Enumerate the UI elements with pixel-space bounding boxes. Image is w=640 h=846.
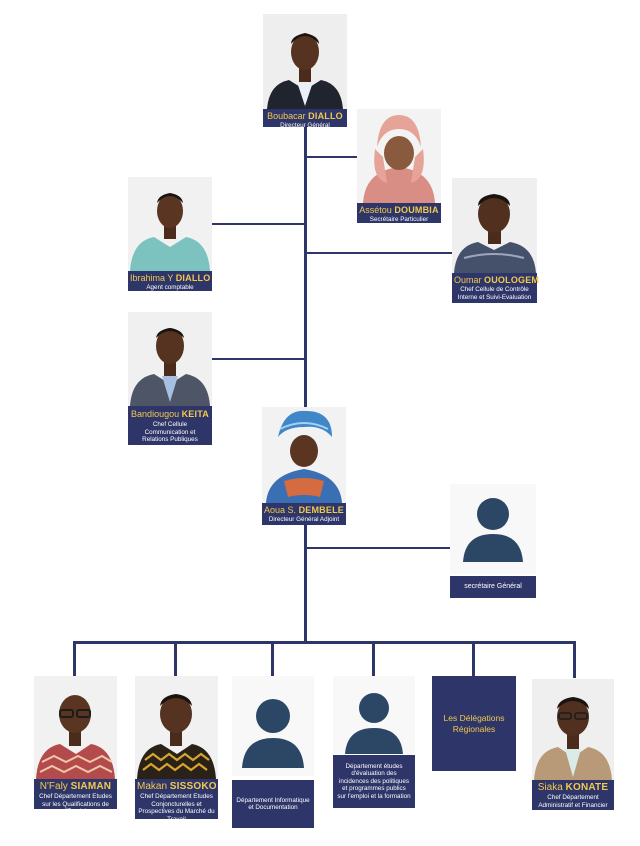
card-secretaire-general: secrétaire Général	[450, 484, 536, 599]
first-name: N'Faly	[39, 781, 68, 792]
card-evaluation: Département études d'évaluation des inci…	[333, 676, 415, 830]
branch-secpart	[306, 156, 358, 158]
person-photo-icon	[262, 407, 346, 503]
first-name: Bandiougou	[131, 409, 180, 419]
first-name: Assétou	[359, 205, 392, 215]
card-siaman: N'Faly SIAMAN Chef Département Etudes su…	[34, 676, 117, 830]
drop-siaman	[73, 642, 76, 676]
drop-info	[271, 642, 274, 676]
last-name: DOUMBIA	[394, 205, 439, 215]
label-konate: Siaka KONATE Chef Département Administra…	[532, 780, 614, 810]
bottom-bus	[73, 641, 576, 644]
first-name: Makan	[137, 781, 168, 792]
delegations-regionales-box: Les Délégations Régionales	[432, 676, 516, 771]
role-text: Chef Cellule Communication et Relations …	[142, 421, 198, 443]
card-sissoko: Makan SISSOKO Chef Département Etudes Co…	[135, 676, 218, 830]
photo-agent-comptable	[128, 177, 212, 271]
person-photo-icon	[532, 679, 614, 780]
label-evaluation: Département études d'évaluation des inci…	[333, 755, 415, 808]
photo-controle-interne	[452, 178, 537, 273]
first-name: Oumar	[454, 275, 482, 285]
photo-sissoko	[135, 676, 218, 779]
role-text: Secrétaire Particulier	[369, 216, 429, 223]
last-name: DIALLO	[175, 273, 211, 283]
photo-informatique	[232, 676, 314, 776]
role-text: Chef Département Etudes Conjoncturelles …	[138, 793, 215, 823]
person-photo-icon	[357, 109, 441, 203]
photo-konate	[532, 679, 614, 780]
branch-compta	[212, 223, 305, 225]
last-name: KONATE	[565, 782, 609, 793]
person-placeholder-icon	[333, 676, 415, 754]
card-controle-interne: Oumar OUOLOGEM Chef Cellule de Contrôle …	[452, 178, 540, 303]
label-secretaire-particulier: Assétou DOUMBIA Secrétaire Particulier	[357, 203, 441, 223]
first-name: Aoua S.	[264, 505, 297, 515]
photo-secretaire-general	[450, 484, 536, 574]
photo-secretaire-particulier	[357, 109, 441, 203]
first-name: Ibrahima Y	[130, 273, 174, 283]
role-text: Chef Département Etudes sur les Qualific…	[39, 793, 112, 815]
label-directeur-general: Boubacar DIALLO Directeur Général	[263, 109, 347, 129]
label-communication: Bandiougou KEITA Chef Cellule Communicat…	[128, 406, 212, 445]
last-name: SISSOKO	[169, 781, 217, 792]
person-photo-icon	[452, 178, 537, 273]
trunk-line-top	[304, 125, 307, 410]
card-directeur-general: Boubacar DIALLO Directeur Général	[263, 14, 347, 129]
role-text: Chef Cellule de Contrôle Interne et Suiv…	[457, 286, 532, 301]
person-photo-icon	[135, 676, 218, 779]
card-directeur-general-adjoint: Aoua S. DEMBELE Directeur Général Adjoin…	[262, 407, 346, 525]
photo-directeur-general	[263, 14, 347, 109]
first-name: Boubacar	[267, 111, 306, 121]
first-name: Siaka	[537, 782, 563, 793]
branch-secgen	[306, 547, 452, 549]
role-text: Directeur Général	[280, 122, 330, 129]
last-name: OUOLOGEM	[484, 275, 540, 285]
last-name: DIALLO	[308, 111, 343, 121]
photo-siaman	[34, 676, 117, 779]
photo-directeur-general-adjoint	[262, 407, 346, 503]
label-controle-interne: Oumar OUOLOGEM Chef Cellule de Contrôle …	[452, 273, 540, 303]
last-name: KEITA	[181, 409, 209, 419]
role-text: Chef Département Administratif et Financ…	[538, 794, 608, 809]
card-secretaire-particulier: Assétou DOUMBIA Secrétaire Particulier	[357, 109, 441, 223]
drop-sissoko	[174, 642, 177, 676]
person-placeholder-icon	[450, 484, 536, 574]
card-konate: Siaka KONATE Chef Département Administra…	[532, 679, 614, 831]
card-agent-comptable: Ibrahima Y DIALLO Agent comptable	[128, 177, 212, 291]
role-text: Directeur Général Adjoint	[268, 516, 340, 523]
person-placeholder-icon	[232, 676, 314, 776]
person-photo-icon	[263, 14, 347, 109]
label-agent-comptable: Ibrahima Y DIALLO Agent comptable	[128, 271, 212, 291]
label-siaman: N'Faly SIAMAN Chef Département Etudes su…	[34, 779, 117, 815]
person-photo-icon	[128, 312, 212, 406]
person-photo-icon	[128, 177, 212, 271]
label-directeur-general-adjoint: Aoua S. DEMBELE Directeur Général Adjoin…	[262, 503, 346, 525]
role-text: Agent comptable	[146, 284, 194, 291]
drop-delegations	[472, 642, 475, 676]
label-sissoko: Makan SISSOKO Chef Département Etudes Co…	[135, 779, 218, 823]
photo-evaluation	[333, 676, 415, 754]
card-informatique: Département Informatique et Documentatio…	[232, 676, 314, 830]
photo-communication	[128, 312, 212, 406]
last-name: DEMBELE	[298, 505, 344, 515]
branch-comm	[212, 358, 305, 360]
last-name: SIAMAN	[70, 781, 112, 792]
drop-konate	[573, 642, 576, 678]
branch-controle	[306, 252, 452, 254]
label-secretaire-general: secrétaire Général	[450, 576, 536, 598]
trunk-line-bottom	[304, 524, 307, 642]
drop-eval	[372, 642, 375, 676]
card-communication: Bandiougou KEITA Chef Cellule Communicat…	[128, 312, 212, 445]
person-photo-icon	[34, 676, 117, 779]
label-informatique: Département Informatique et Documentatio…	[232, 780, 314, 828]
